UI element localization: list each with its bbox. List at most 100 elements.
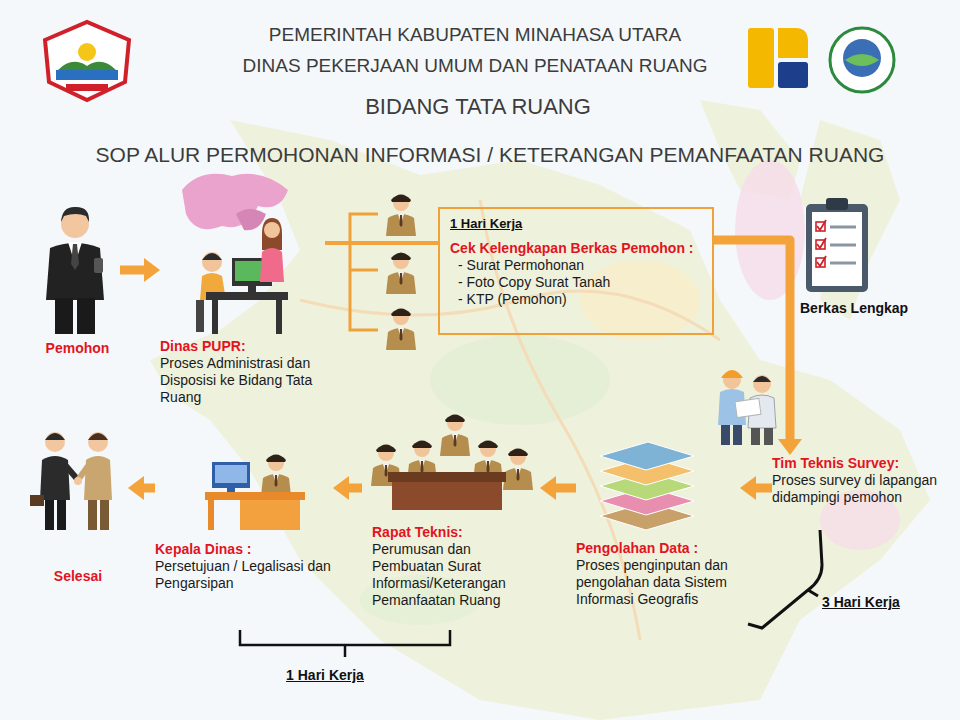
atr-logo (843, 39, 881, 77)
regency-crest (56, 70, 118, 80)
duration-label: 1 Hari Kerja (245, 667, 405, 684)
office-desk-icon (212, 300, 218, 334)
survey-team-icon (753, 376, 771, 382)
applicant-icon (61, 207, 89, 222)
survey-team-icon (721, 370, 743, 378)
flow-arrow (120, 258, 160, 282)
office-desk-icon (276, 300, 282, 334)
officers-bracket (350, 214, 378, 330)
clipboard-icon (806, 198, 868, 292)
pu-logo (778, 62, 808, 88)
arrow-shaft (348, 484, 362, 493)
clipboard-icon (830, 227, 856, 263)
office-desk-icon (262, 218, 282, 250)
handshake-icon (30, 432, 112, 530)
end-node: Selesai (28, 430, 128, 585)
checklist-item: - Foto Copy Surat Tanah (450, 274, 702, 291)
box-heading: Cek Kelengkapan Berkas Pemohon : (450, 240, 702, 257)
office-desk-icon (206, 292, 288, 300)
applicant-icon (46, 243, 104, 300)
handshake-icon (88, 433, 108, 440)
arrow-shaft (714, 240, 790, 440)
flow-arrow (128, 476, 155, 500)
time-bracket (240, 530, 822, 657)
node-label: Selesai (28, 568, 128, 585)
flow-arrow (714, 240, 802, 455)
head-office-icon (212, 462, 250, 488)
office-desk-icon (248, 286, 256, 292)
regency-crest (78, 43, 96, 61)
officers-bracket (350, 195, 416, 351)
handshake-icon (45, 432, 65, 452)
pu-logo (748, 28, 774, 88)
handshake-icon (57, 500, 66, 530)
clipboard-icon (817, 220, 826, 266)
arrow-head (128, 476, 144, 500)
node-text: Perumusan dan Pembuatan Surat Informasi/… (372, 541, 540, 609)
node-label: Pemohon (35, 340, 120, 357)
handshake-icon (100, 500, 109, 530)
officer-icon (386, 309, 416, 351)
time-bracket (748, 530, 822, 628)
atr-logo (830, 28, 894, 92)
officer-icon (261, 455, 291, 497)
node-heading: Rapat Teknis: (372, 524, 540, 541)
regency-crest (58, 62, 116, 70)
handshake-icon (84, 456, 112, 500)
handshake-icon (74, 477, 82, 485)
arrow-shaft (120, 266, 145, 275)
node-heading: Kepala Dinas : (155, 541, 333, 558)
officer-icon (440, 415, 470, 457)
clipboard-icon (806, 204, 868, 292)
regency-crest (45, 22, 129, 100)
node-heading: Tim Teknis Survey: (772, 455, 954, 472)
office-desk-icon (202, 253, 222, 260)
node-text: Proses penginputan dan pengolahan data S… (576, 557, 740, 608)
page-title: SOP ALUR PERMOHONAN INFORMASI / KETERANG… (50, 142, 930, 167)
arrow-shaft (325, 241, 438, 245)
meeting-icon (388, 472, 506, 482)
office-desk-icon (236, 209, 266, 230)
officer-icon (503, 449, 533, 491)
arrow-head (778, 439, 802, 455)
applicant-icon (94, 258, 103, 273)
flow-arrow (333, 476, 362, 500)
office-desk-icon (182, 174, 288, 334)
handshake-icon (30, 495, 44, 506)
atr-logo (845, 54, 879, 66)
officer-icon (386, 195, 416, 237)
arrow-head (333, 476, 349, 500)
meeting-icon (392, 482, 502, 510)
header-line: DINAS PEKERJAAN UMUM DAN PENATAAN RUANG (75, 55, 875, 78)
office-desk-icon (196, 300, 204, 332)
applicant-icon (77, 298, 95, 334)
process-node: Dinas PUPR:Proses Administrasi dan Dispo… (160, 170, 325, 406)
head-office-icon (205, 455, 305, 531)
handshake-icon (45, 433, 65, 440)
clipboard-icon (826, 198, 848, 210)
survey-team-icon (735, 398, 761, 417)
map-ground (430, 335, 610, 425)
header-line: PEMERINTAH KABUPATEN MINAHASA UTARA (75, 24, 875, 47)
node-heading: Dinas PUPR: (160, 338, 325, 355)
survey-team-icon (753, 375, 771, 393)
flow-arrow (325, 243, 438, 244)
head-office-icon (240, 500, 300, 530)
node-text: Persetujuan / Legalisasi dan Pengarsipan (155, 558, 333, 592)
handshake-icon (88, 432, 108, 452)
officer-icon (386, 253, 416, 295)
process-node: Pengolahan Data :Proses penginputan dan … (576, 440, 740, 608)
survey-team-icon (721, 425, 730, 445)
atr-logo (830, 28, 894, 92)
handshake-icon (45, 500, 54, 530)
process-node: Kepala Dinas :Persetujuan / Legalisasi d… (155, 445, 333, 592)
node-text: Proses survey di lapangan didampingi pem… (772, 472, 954, 506)
survey-team-icon (718, 370, 776, 445)
survey-team-icon (733, 425, 742, 445)
node-text: Proses Administrasi dan Disposisi ke Bid… (160, 355, 325, 406)
time-bracket (240, 630, 450, 657)
applicant-icon (71, 244, 79, 270)
arrow-head (540, 476, 556, 500)
duration-label: 1 Hari Kerja (450, 215, 702, 232)
